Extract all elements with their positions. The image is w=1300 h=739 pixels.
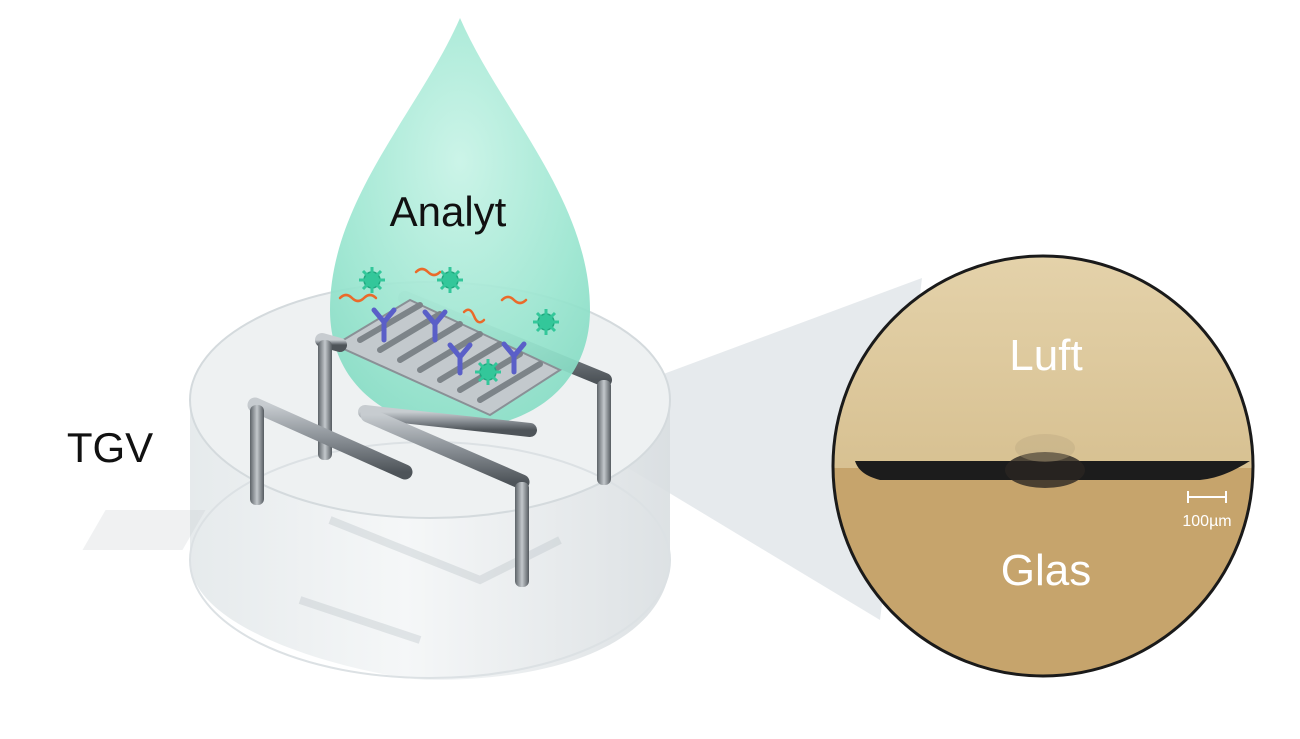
air-label: Luft xyxy=(1009,331,1082,380)
analyte-label: Analyt xyxy=(390,188,507,235)
antibody-icon xyxy=(422,309,448,343)
dna-strand-icon xyxy=(462,308,486,324)
antibody-icon xyxy=(371,307,397,343)
micrograph-inset: Luft Glas 100µm xyxy=(831,254,1255,678)
dna-strand-icon xyxy=(414,267,442,277)
dna-strand-icons xyxy=(338,267,528,324)
antigen-icon xyxy=(359,267,385,293)
antibody-icons xyxy=(371,307,527,376)
glass-label: Glas xyxy=(1001,546,1091,595)
electrode-front xyxy=(247,397,530,587)
magnifier-cone xyxy=(545,278,922,620)
scale-bar-label: 100µm xyxy=(1182,513,1231,530)
antigen-icon xyxy=(475,359,501,385)
antigen-icons xyxy=(359,267,559,385)
dna-strand-icon xyxy=(338,293,378,303)
dna-strand-icon xyxy=(500,295,528,305)
antibody-icon xyxy=(447,342,473,376)
tgv-label: TGV xyxy=(67,424,153,471)
antigen-icon xyxy=(437,267,463,293)
antigen-icon xyxy=(533,309,559,335)
antibody-icon xyxy=(501,341,527,375)
scale-bar xyxy=(1187,491,1227,503)
